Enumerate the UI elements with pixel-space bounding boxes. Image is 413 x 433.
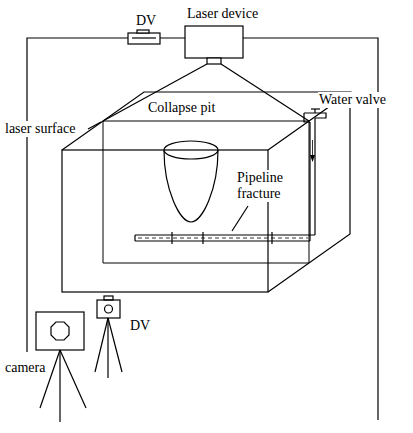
laser-surface-plane <box>103 121 309 263</box>
pipeline <box>135 118 315 244</box>
part-label: Water valve <box>318 92 387 108</box>
leader-line <box>88 122 101 129</box>
soil-box <box>62 92 350 292</box>
device-label: Laser device <box>186 6 259 22</box>
camera-label: camera <box>4 360 46 376</box>
dv-camera-top <box>128 30 160 44</box>
collapse-pit <box>164 141 218 222</box>
flow-arrow-head <box>310 155 315 162</box>
camera-label: DV <box>135 13 157 29</box>
leader-line <box>232 206 248 231</box>
plane-label: laser surface <box>4 121 76 137</box>
part-label: Pipeline fracture <box>236 170 300 202</box>
laser-device <box>185 26 243 64</box>
part-label: Collapse pit <box>147 100 216 116</box>
camera-label: DV <box>129 318 151 334</box>
dv-camera-tripod <box>95 296 122 378</box>
water-valve <box>304 109 326 122</box>
